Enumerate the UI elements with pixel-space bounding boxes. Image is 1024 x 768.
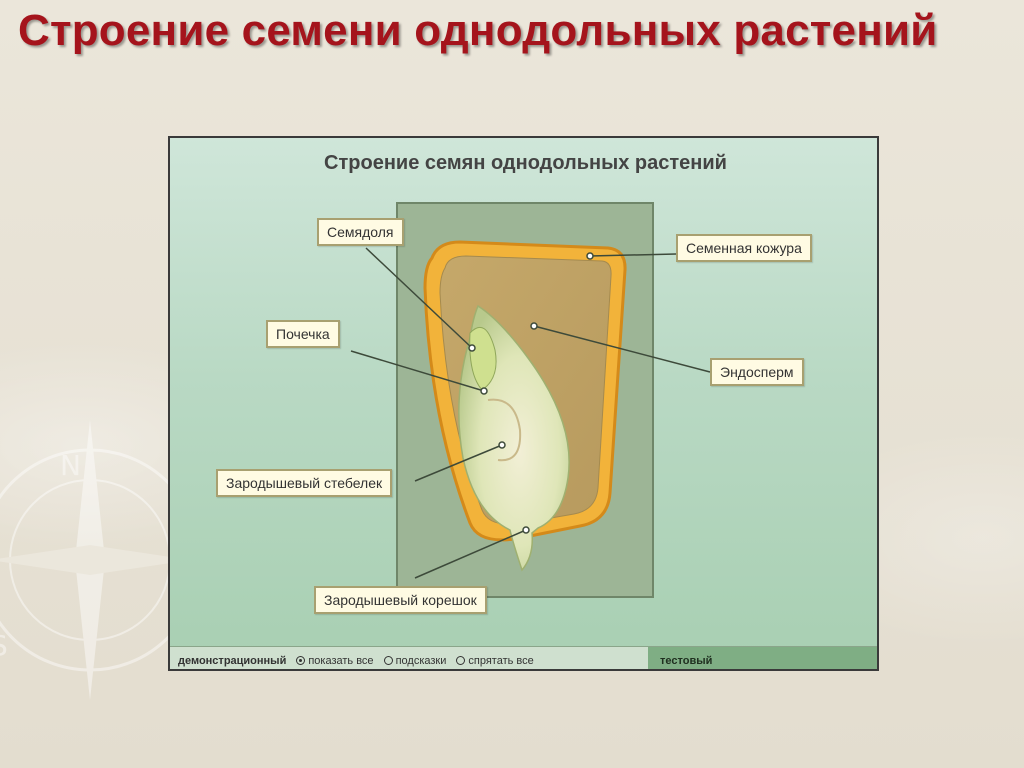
svg-text:S: S: [0, 629, 8, 662]
label-cotyledon[interactable]: Семядоля: [317, 218, 404, 246]
label-bud[interactable]: Почечка: [266, 320, 340, 348]
label-stem[interactable]: Зародышевый стебелек: [216, 469, 393, 497]
hints-label: подсказки: [395, 654, 447, 667]
seed-illustration: [350, 240, 711, 579]
svg-text:N: N: [60, 449, 81, 482]
hide-all-radio[interactable]: спрятать все: [456, 654, 534, 667]
radio-selected-icon: [296, 656, 306, 665]
show-all-radio[interactable]: показать все: [296, 654, 374, 667]
mode-toolbar: демонстрационный показать все подсказки …: [170, 646, 877, 669]
demo-mode-tab[interactable]: демонстрационный: [178, 654, 287, 667]
label-endosperm[interactable]: Эндосперм: [710, 358, 804, 386]
test-mode-tab[interactable]: тестовый: [648, 647, 877, 669]
diagram-title: Строение семян однодольных растений: [324, 152, 727, 174]
hide-all-label: спрятать все: [468, 654, 534, 667]
radio-empty-icon: [383, 656, 393, 665]
seed-diagram: Строение семян однодольных растений: [168, 136, 879, 671]
label-root[interactable]: Зародышевый корешок: [314, 586, 487, 614]
show-all-label: показать все: [308, 654, 374, 667]
slide-title: Строение семени однодольных растений: [18, 6, 938, 55]
radio-empty-icon: [456, 656, 466, 665]
label-seed-coat[interactable]: Семенная кожура: [676, 234, 812, 262]
hints-radio[interactable]: подсказки: [383, 654, 447, 667]
stem-swirl: [487, 398, 522, 462]
bud-shape: [469, 326, 497, 391]
